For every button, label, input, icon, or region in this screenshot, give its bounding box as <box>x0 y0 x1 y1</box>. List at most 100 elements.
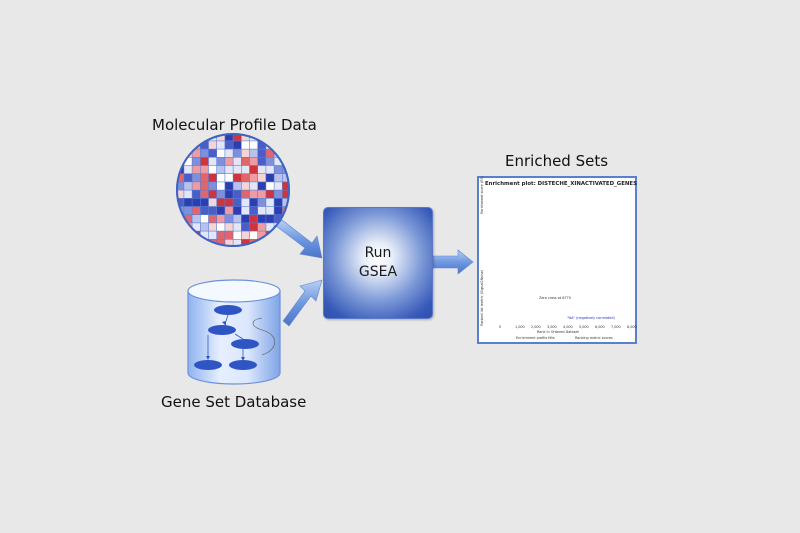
heatmap-cell <box>208 174 217 182</box>
heatmap-cell <box>249 206 258 215</box>
heatmap-cell <box>217 165 225 174</box>
heatmap-cell <box>208 190 217 198</box>
heatmap-cell <box>225 182 233 190</box>
heatmap-cell <box>184 190 192 198</box>
heatmap-cell <box>217 182 225 190</box>
heatmap-cell <box>192 182 200 190</box>
heatmap-cell <box>233 231 241 239</box>
heatmap-cell <box>200 157 209 166</box>
heatmap-cell <box>217 223 225 231</box>
heatmap-cell <box>241 231 250 239</box>
heatmap-cell <box>177 174 184 182</box>
heatmap-cell <box>258 190 266 198</box>
heatmap-cell <box>225 149 233 157</box>
heatmap-cell <box>274 239 282 246</box>
heatmap-cell <box>184 239 192 246</box>
molecular-profile-label: Molecular Profile Data <box>152 116 317 134</box>
heatmap-cell <box>282 190 289 198</box>
heatmap-cell <box>266 206 274 215</box>
heatmap-cell <box>258 165 266 174</box>
heatmap-cell <box>208 149 217 157</box>
heatmap-cell <box>177 231 184 239</box>
heatmap-cell <box>249 149 258 157</box>
heatmap-cell <box>274 198 282 207</box>
heatmap-cell <box>258 206 266 215</box>
heatmap-circle-icon <box>176 133 290 247</box>
x-axis-label: Rank in Ordered Dataset <box>537 330 579 334</box>
heatmap-cell <box>266 134 274 141</box>
legend-hits: Hits <box>548 335 555 340</box>
heatmap-cell <box>258 149 266 157</box>
heatmap-cell <box>274 206 282 215</box>
enriched-sets-label: Enriched Sets <box>505 152 609 170</box>
database-cylinder-icon <box>187 279 281 385</box>
heatmap-cell <box>217 134 225 141</box>
heatmap-cell <box>200 206 209 215</box>
heatmap-cell <box>200 223 209 231</box>
heatmap-cell <box>266 223 274 231</box>
heatmap-cell <box>192 206 200 215</box>
x-tick-label: 7,000 <box>611 325 621 329</box>
heatmap-cell <box>200 174 209 182</box>
heatmap-cell <box>177 190 184 198</box>
x-tick-label: 4,000 <box>563 325 573 329</box>
legend-enrichment-profile: Enrichment profile <box>516 335 548 340</box>
enrichment-plot-frame: Enrichment plot: DISTECHE_XINACTIVATED_G… <box>477 176 637 344</box>
heatmap-cell <box>241 206 250 215</box>
heatmap-cell <box>258 157 266 166</box>
heatmap-cell <box>282 198 289 207</box>
heatmap-cell <box>241 239 250 246</box>
heatmap-cell <box>274 182 282 190</box>
enrichment-plot-title: Enrichment plot: DISTECHE_XINACTIVATED_G… <box>485 181 637 187</box>
heatmap-cell <box>241 174 250 182</box>
heatmap-cell <box>249 141 258 149</box>
heatmap-cell <box>274 231 282 239</box>
heatmap-cell <box>217 239 225 246</box>
heatmap-cell <box>225 206 233 215</box>
heatmap-cell <box>266 182 274 190</box>
heatmap-cell <box>208 141 217 149</box>
heatmap-cell <box>225 215 233 223</box>
heatmap-cell <box>200 231 209 239</box>
heatmap-cell <box>192 134 200 141</box>
heatmap-cell <box>225 231 233 239</box>
heatmap-cell <box>208 182 217 190</box>
heatmap-cell <box>233 190 241 198</box>
heatmap-cell <box>274 157 282 166</box>
heatmap-cell <box>241 141 250 149</box>
arrow-database-to-run-icon <box>282 279 323 327</box>
heatmap-cell <box>192 174 200 182</box>
heatmap-cell <box>249 174 258 182</box>
heatmap-cell <box>184 174 192 182</box>
arrow-heatmap-to-run-icon <box>275 219 323 259</box>
heatmap-cell <box>241 190 250 198</box>
heatmap-cell <box>184 182 192 190</box>
heatmap-cell <box>266 157 274 166</box>
run-label: Run <box>364 245 392 261</box>
heatmap-cell <box>208 198 217 207</box>
heatmap-cell <box>184 141 192 149</box>
heatmap-cell <box>177 141 184 149</box>
heatmap-cell <box>274 141 282 149</box>
heatmap-cell <box>249 182 258 190</box>
heatmap-cell <box>177 223 184 231</box>
heatmap-cell <box>225 134 233 141</box>
heatmap-cell <box>266 239 274 246</box>
heatmap-cell <box>249 190 258 198</box>
heatmap-cell <box>225 165 233 174</box>
heatmap-cell <box>233 134 241 141</box>
heatmap-cell <box>266 149 274 157</box>
heatmap-cell <box>282 239 289 246</box>
heatmap-cell <box>249 165 258 174</box>
heatmap-cell <box>249 215 258 223</box>
es-axis-label: Enrichment score (ES) <box>480 176 484 214</box>
heatmap-cell <box>274 190 282 198</box>
heatmap-cell <box>200 149 209 157</box>
heatmap-cell <box>208 223 217 231</box>
heatmap-cell <box>192 223 200 231</box>
heatmap-cell <box>177 239 184 246</box>
x-tick-label: 5,000 <box>579 325 589 329</box>
heatmap-cell <box>225 174 233 182</box>
x-tick-label: 1,000 <box>515 325 525 329</box>
x-tick-label: 6,000 <box>595 325 605 329</box>
